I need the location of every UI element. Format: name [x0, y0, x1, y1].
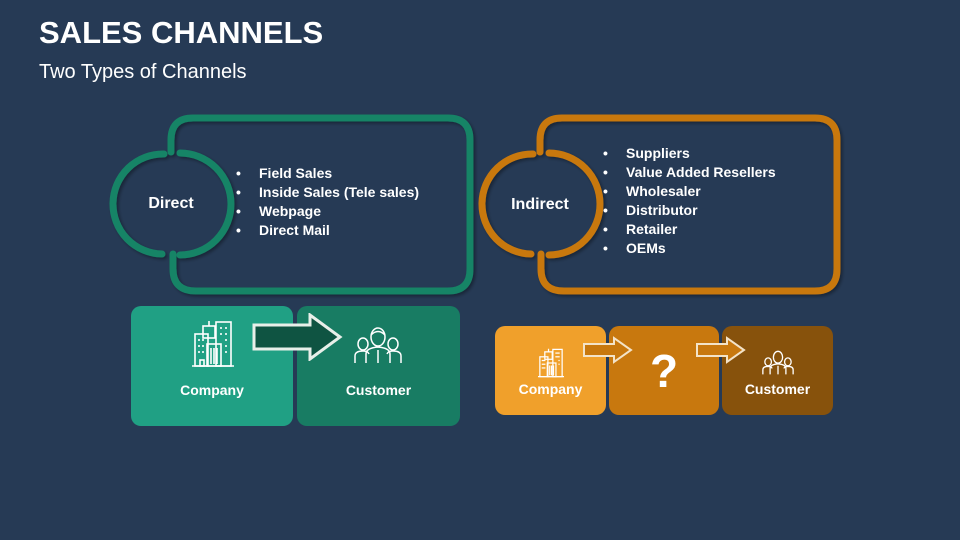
list-item: OEMs	[603, 239, 776, 258]
indirect-label: Indirect	[511, 196, 569, 213]
list-item: Value Added Resellers	[603, 163, 776, 182]
slide-title: SALES CHANNELS	[39, 15, 324, 50]
indirect-company-label: Company	[518, 381, 583, 397]
indirect-customer-label: Customer	[744, 381, 811, 397]
indirect-intermediary-tile: ?	[609, 326, 719, 415]
direct-circle-upper	[176, 149, 235, 259]
indirect-frame	[478, 114, 841, 295]
list-item: Distributor	[603, 201, 776, 220]
indirect-company-tile: Company	[495, 326, 606, 415]
list-item: Direct Mail	[236, 221, 419, 240]
direct-frame	[109, 114, 474, 295]
list-item: Retailer	[603, 220, 776, 239]
list-item: Suppliers	[603, 144, 776, 163]
direct-circle-lower	[109, 150, 168, 258]
unknown-intermediary-mark: ?	[649, 345, 679, 397]
right-arrow-icon	[696, 336, 746, 364]
office-buildings-icon	[192, 321, 234, 367]
direct-customer-label: Customer	[345, 382, 412, 398]
indirect-frame-outline	[536, 114, 841, 295]
slide-subtitle: Two Types of Channels	[39, 61, 247, 83]
indirect-circle-lower	[478, 150, 537, 258]
indirect-circle-upper	[545, 149, 604, 259]
list-item: Webpage	[236, 202, 419, 221]
direct-label: Direct	[148, 195, 194, 212]
list-item: Inside Sales (Tele sales)	[236, 183, 419, 202]
people-group-icon	[354, 327, 402, 363]
direct-frame-outline	[167, 114, 474, 295]
people-group-icon	[762, 350, 794, 375]
indirect-list: Suppliers Value Added Resellers Wholesal…	[603, 144, 776, 258]
right-arrow-icon	[583, 336, 633, 364]
indirect-customer-tile: Customer	[722, 326, 833, 415]
direct-company-label: Company	[180, 382, 244, 398]
office-buildings-icon	[538, 348, 564, 378]
list-item: Field Sales	[236, 164, 419, 183]
direct-list: Field Sales Inside Sales (Tele sales) We…	[236, 164, 419, 240]
right-arrow-icon	[252, 313, 343, 361]
list-item: Wholesaler	[603, 182, 776, 201]
